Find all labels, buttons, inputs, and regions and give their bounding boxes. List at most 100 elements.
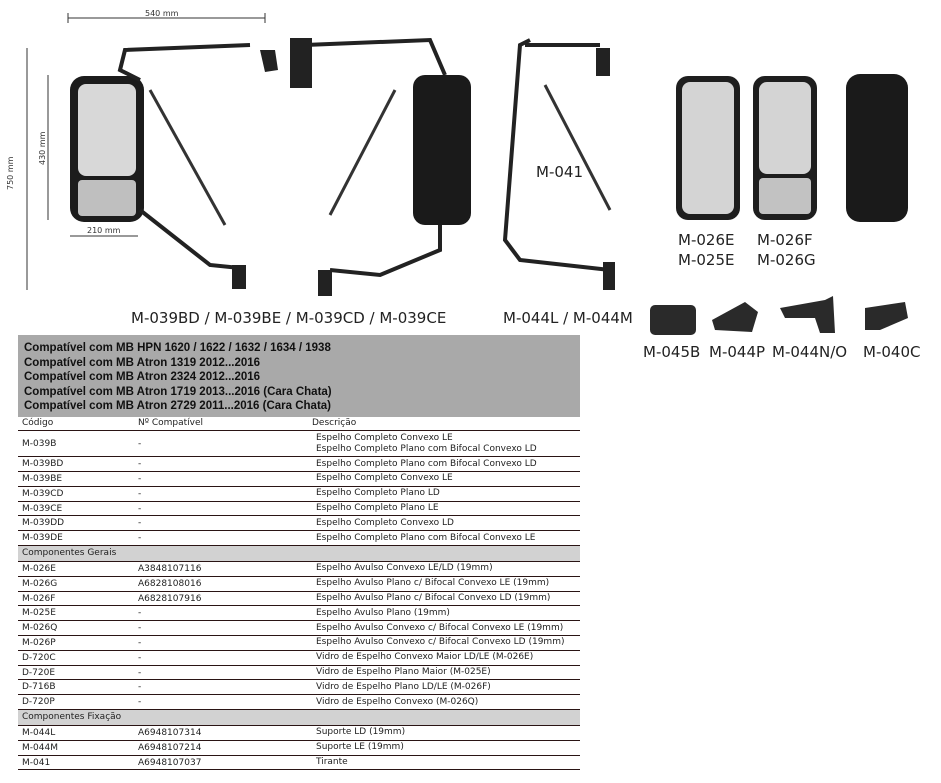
cell-number: A3848107116 [138, 563, 202, 574]
table-row: D-716B - Vidro de Espelho Plano LD/LE (M-0… [18, 680, 580, 696]
cell-number: - [138, 473, 142, 484]
cell-code: M-039CE [22, 503, 63, 514]
description-line: Espelho Completo Convexo LD [316, 517, 454, 528]
cell-description: Espelho Completo Convexo LD [308, 518, 580, 529]
cell-code: M-039CD [22, 488, 64, 499]
cell-code: M-041 [22, 757, 51, 768]
cell-number: A6948107037 [138, 757, 202, 768]
cell-description: Espelho Avulso Plano c/ Bifocal Convexo … [308, 593, 580, 604]
description-line: Espelho Completo Plano LD [316, 488, 440, 499]
cell-description: Espelho Avulso Convexo c/ Bifocal Convex… [308, 623, 580, 634]
description-line: Espelho Completo Plano LE [316, 503, 439, 514]
cell-number: A6828107916 [138, 593, 202, 604]
table-row: D-720E - Vidro de Espelho Plano Maior (M-0… [18, 666, 580, 681]
cell-code: M-026P [22, 637, 56, 648]
mirror-complete-icon [70, 43, 278, 289]
table-row: M-041 A6948107037 Tirante [18, 756, 580, 771]
cell-description: Vidro de Espelho Plano Maior (M-025E) [308, 667, 580, 678]
table-row: D-720P-Vidro de Espelho Convexo (M-026Q) [18, 695, 580, 711]
cell-number: - [138, 637, 142, 648]
description-line: Espelho Completo Plano com Bifocal Conve… [316, 458, 537, 469]
cell-description: Espelho Avulso Plano c/ Bifocal Convexo … [308, 578, 580, 589]
label-m040c: M-040C [863, 343, 921, 361]
cell-code: M-025E [22, 608, 56, 619]
label-m044no: M-044N/O [772, 343, 848, 361]
cell-number: - [138, 438, 142, 449]
description-line: Vidro de Espelho Plano LD/LE (M-026F) [316, 681, 491, 692]
cell-code: D-720E [22, 667, 56, 678]
cell-code: M-039BE [22, 473, 63, 484]
cell-number: - [138, 682, 142, 693]
cell-code: D-720C [22, 652, 56, 663]
compat-line: Compatível com MB HPN 1620 / 1622 / 1632… [24, 342, 331, 354]
table-row: M-039DE-Espelho Completo Plano com Bifoc… [18, 531, 580, 547]
col-description: Descrição [312, 417, 357, 428]
description-line: Espelho Avulso Convexo LE/LD (19mm) [316, 563, 493, 574]
cell-code: M-039B [22, 438, 57, 449]
cell-description: Espelho Completo Plano com Bifocal Conve… [308, 533, 580, 544]
description-line: Suporte LD (19mm) [316, 727, 406, 738]
cell-code: M-044L [22, 727, 56, 738]
label-m026e: M-026E [678, 231, 735, 249]
mirror-black-icon [290, 37, 471, 296]
cell-code: M-044M [22, 742, 58, 753]
table-row: M-026Q-Espelho Avulso Convexo c/ Bifocal… [18, 621, 580, 637]
description-line: Vidro de Espelho Plano Maior (M-025E) [316, 667, 491, 678]
parts-table: Compatível com MB HPN 1620 / 1622 / 1632… [18, 335, 580, 771]
cell-description: Vidro de Espelho Convexo Maior LD/LE (M-… [308, 652, 580, 663]
label-m025e: M-025E [678, 251, 735, 269]
table-row: M-025E - Espelho Avulso Plano (19mm) [18, 606, 580, 622]
cell-description: Espelho Completo Plano com Bifocal Conve… [308, 459, 580, 470]
section-fixacao: Componentes Fixação [18, 710, 580, 727]
description-line: Espelho Avulso Convexo c/ Bifocal Convex… [316, 637, 565, 648]
label-m045b: M-045B [643, 343, 701, 361]
cell-number: - [138, 518, 142, 529]
cell-description: Vidro de Espelho Plano LD/LE (M-026F) [308, 682, 580, 693]
cell-description: Espelho Completo Plano LD [308, 488, 580, 499]
cell-number: - [138, 608, 142, 619]
compat-line: Compatível com MB Atron 1719 2013...2016… [24, 385, 332, 398]
label-support: M-044L / M-044M [503, 309, 633, 327]
description-line: Vidro de Espelho Convexo (M-026Q) [316, 696, 479, 707]
table-row: D-720C - Vidro de Espelho Convexo Maior LD… [18, 651, 580, 666]
cell-number: - [138, 667, 142, 678]
col-number: Nº Compatível [138, 418, 204, 429]
cell-number: A6828108016 [138, 578, 202, 589]
description-line: Tirante [316, 757, 348, 768]
section-gerais: Componentes Gerais [18, 546, 580, 563]
cell-code: M-026G [22, 578, 58, 589]
compat-line: Compatível com MB Atron 1319 2012...2016 [24, 356, 261, 369]
description-line: Espelho Completo Plano com Bifocal Conve… [316, 532, 536, 543]
cell-description: Espelho Avulso Convexo c/ Bifocal Convex… [308, 637, 580, 648]
dimension-mirror-height: 430 mm [38, 131, 47, 165]
cell-code: M-039DD [22, 518, 65, 529]
col-code: Código [22, 418, 54, 429]
cell-number: - [138, 459, 142, 470]
dimension-lines [26, 13, 266, 290]
cell-description: Vidro de Espelho Convexo (M-026Q) [308, 697, 580, 708]
small-parts-icons [650, 296, 908, 335]
table-row: M-039DD - Espelho Completo Convexo LD [18, 516, 580, 532]
description-line: Vidro de Espelho Convexo Maior LD/LE (M-… [316, 652, 534, 663]
compat-line: Compatível com MB Atron 2729 2011...2016… [24, 400, 331, 412]
compatibility-header: Compatível com MB HPN 1620 / 1622 / 1632… [18, 335, 580, 417]
label-main-set: M-039BD / M-039BE / M-039CD / M-039CE [131, 309, 447, 327]
cell-code: M-039DE [22, 533, 63, 544]
cell-number: - [138, 652, 142, 663]
table-row: M-039CE-Espelho Completo Plano LE [18, 502, 580, 517]
description-line: Espelho Avulso Plano (19mm) [316, 607, 450, 618]
cell-code: D-716B [22, 682, 56, 693]
cell-code: M-026Q [22, 623, 58, 634]
table-row: M-039BE-Espelho Completo Convexo LE [18, 472, 580, 487]
table-row: M-039CD-Espelho Completo Plano LD [18, 487, 580, 502]
cell-description: Espelho Avulso Plano (19mm) [308, 608, 580, 619]
description-line: Suporte LE (19mm) [316, 742, 404, 753]
cell-number: - [138, 697, 142, 708]
spare-mirror-glass-icons [676, 74, 908, 222]
